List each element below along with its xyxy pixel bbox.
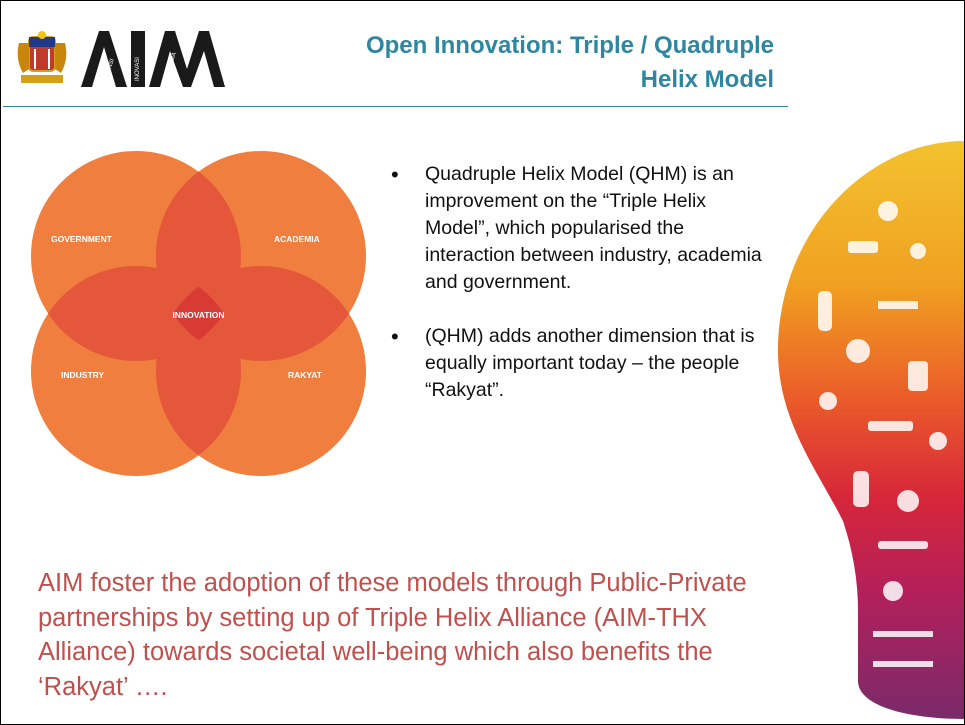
- title-divider: [3, 106, 788, 107]
- aim-statement: AIM foster the adoption of these models …: [38, 569, 747, 701]
- label-rakyat: RAKYAT: [288, 370, 323, 380]
- bullet-item: (QHM) adds another dimension that is equ…: [391, 323, 771, 404]
- aim-logo: AGENSI INOVASI MALAYSIA: [81, 31, 225, 87]
- malaysia-coat-of-arms-icon: [17, 31, 67, 83]
- page-title-line-1: Open Innovation: Triple / Quadruple: [365, 32, 774, 59]
- bullet-list: Quadruple Helix Model (QHM) is an improv…: [391, 161, 771, 431]
- label-innovation: INNOVATION: [172, 310, 224, 320]
- lightbulb-collage-icon: [778, 141, 964, 719]
- bullet-item: Quadruple Helix Model (QHM) is an improv…: [391, 161, 771, 296]
- page-title: Open Innovation: Triple / Quadruple Heli…: [254, 29, 774, 97]
- logo-group: AGENSI INOVASI MALAYSIA: [17, 31, 225, 87]
- label-government: GOVERNMENT: [51, 234, 113, 244]
- logo-word-inovasi: INOVASI: [135, 57, 141, 81]
- quadruple-helix-venn-diagram: GOVERNMENT ACADEMIA INNOVATION INDUSTRY …: [31, 151, 366, 476]
- label-academia: ACADEMIA: [274, 234, 320, 244]
- page-title-line-2: Helix Model: [640, 66, 774, 93]
- label-industry: INDUSTRY: [61, 370, 104, 380]
